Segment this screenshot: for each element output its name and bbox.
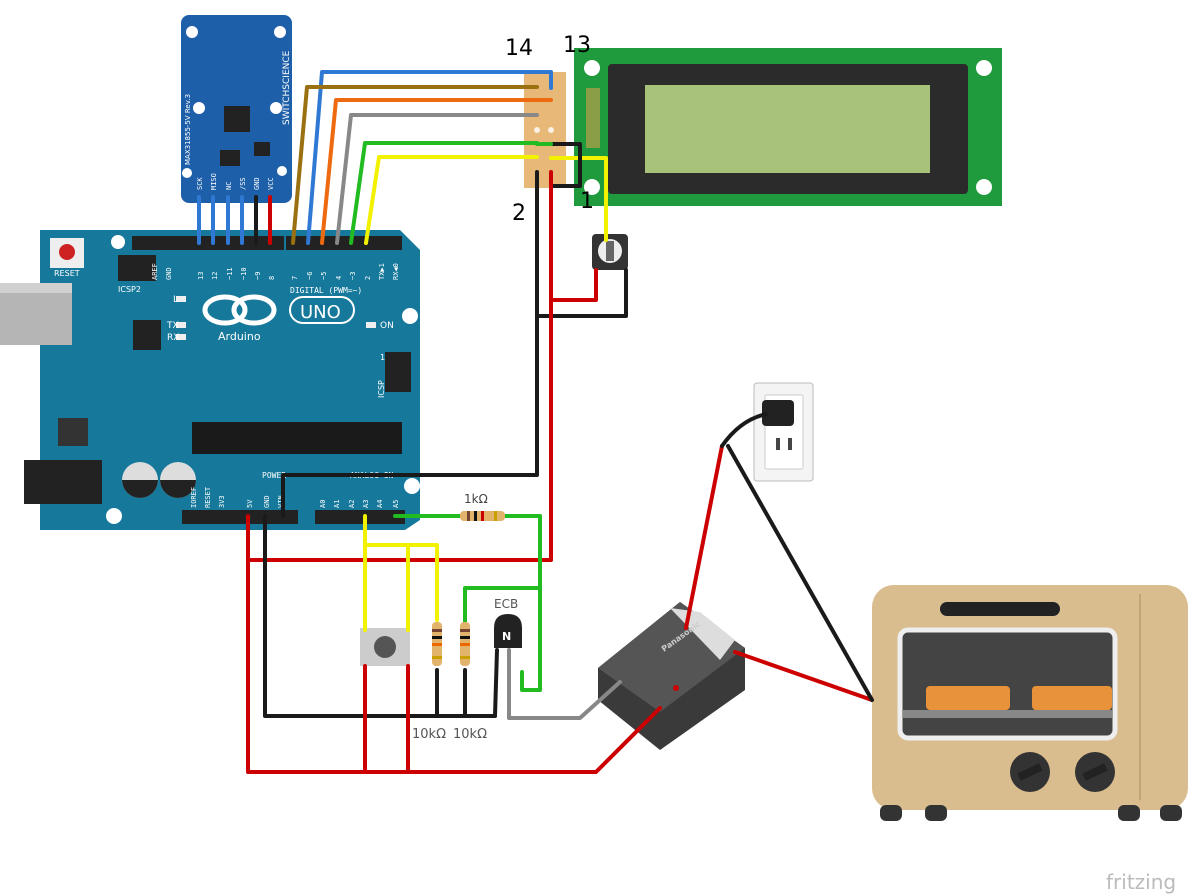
wire-d4-lcd	[335, 113, 539, 245]
wire-lcd-rw	[549, 142, 582, 188]
wire-transistor-base	[463, 586, 542, 627]
resistor-10k-b	[460, 622, 470, 666]
pin-label: 8	[268, 276, 276, 280]
pin-label: MISO	[210, 173, 218, 190]
wire-d2-lcd	[364, 155, 539, 245]
wire-relay-toaster	[733, 650, 874, 702]
pin-label: ~3	[349, 272, 357, 280]
transistor-type-label: N	[502, 630, 511, 643]
pin-label: AREF	[151, 263, 159, 280]
pin-label: /SS	[239, 177, 247, 190]
resistor-1k-label: 1kΩ	[464, 492, 488, 506]
fritzing-watermark: fritzing	[1106, 870, 1176, 894]
wire-d3-lcd	[349, 141, 539, 245]
transistor-pin-label: ECB	[494, 597, 518, 611]
resistor-10k-b-label: 10kΩ	[453, 727, 487, 742]
pin-label: 7	[291, 276, 299, 280]
lcd-module	[574, 48, 1002, 206]
pin-label: NC	[225, 182, 233, 190]
power-cord	[720, 412, 768, 448]
solid-state-relay: Panasonic	[598, 602, 745, 750]
pin-label: GND	[263, 495, 271, 508]
pin-label: ~6	[306, 272, 314, 280]
wires	[197, 70, 874, 774]
wall-outlet	[753, 382, 814, 482]
wire-lcd-contrast	[549, 156, 608, 242]
connector-label-14: 14	[505, 36, 533, 61]
reset-label: RESET	[54, 269, 80, 278]
pin-label: 3V3	[218, 495, 226, 508]
wire-resistor-relay	[503, 514, 542, 692]
pin-label: ~5	[320, 272, 328, 280]
wire-d7-lcd	[291, 85, 539, 245]
pin-label: IOREF	[190, 487, 198, 508]
pin-label: RESET	[204, 486, 212, 508]
icsp-label: ICSP	[377, 380, 386, 398]
wire-pot-gnd	[535, 268, 628, 318]
wire-transistor-emitter	[493, 648, 499, 718]
resistor-10k-a	[432, 622, 442, 666]
reset-button-cap[interactable]	[59, 244, 75, 260]
uno-label: UNO	[300, 302, 341, 323]
resistor-10k-a-label: 10kΩ	[412, 727, 446, 742]
max31855-board	[181, 15, 292, 203]
wire-d5-lcd	[320, 98, 553, 245]
lcd-connector	[524, 72, 566, 188]
wire-mains-black	[726, 444, 874, 702]
toaster-oven	[872, 585, 1188, 821]
resistor-1k	[460, 511, 505, 521]
icsp2-label: ICSP2	[118, 285, 141, 294]
pin-label: 4	[335, 276, 343, 280]
potentiometer[interactable]	[592, 234, 628, 270]
on-label: ON	[380, 321, 394, 331]
wire-pot-vcc	[549, 268, 598, 302]
pin-label: ~9	[254, 272, 262, 280]
wire-5v	[246, 514, 662, 774]
arduino-uno	[0, 230, 420, 530]
wire-lcd-gnd	[281, 170, 539, 518]
power-label: POWER	[262, 471, 286, 480]
wire-mains-red	[684, 444, 724, 630]
led-label-l: L	[173, 295, 178, 305]
pin-label: ~10	[240, 267, 248, 280]
pin-label: GND	[165, 267, 173, 280]
led-label-tx: TX	[166, 321, 179, 331]
wire-button-pulldown	[363, 543, 439, 622]
connector-label-1: 1	[580, 189, 594, 214]
pin-label: 2	[364, 276, 372, 280]
pin-label: VCC	[267, 177, 275, 190]
max-brand-label: SWITCHSCIENCE	[282, 50, 292, 125]
digital-label: DIGITAL (PWM=~)	[290, 286, 362, 295]
pin-label: A0	[319, 500, 327, 508]
icsp-pin1-label: 1	[380, 353, 385, 362]
wire-gnd	[263, 514, 497, 718]
pin-label: ~11	[226, 267, 234, 280]
led-label-rx: RX	[167, 333, 179, 343]
pin-label: A4	[376, 500, 384, 508]
pin-label: A5	[392, 500, 400, 508]
wire-d6-lcd	[306, 70, 553, 245]
pin-label: 13	[197, 272, 205, 280]
pin-label: A1	[333, 500, 341, 508]
pin-label: TX▶1	[378, 263, 386, 280]
wire-transistor-collector	[507, 648, 622, 720]
max-model-label: MAX31855-5V Rev.3	[184, 94, 192, 165]
pin-label: A2	[348, 500, 356, 508]
pin-label: 5V	[246, 499, 254, 508]
npn-transistor: N	[494, 614, 522, 648]
pin-label: A3	[362, 500, 370, 508]
digital-pin-labels: AREF GND 13 12 ~11 ~10 ~9 8 7 ~6 ~5 4 ~3 2 TX▶1 RX◀0	[151, 263, 400, 280]
pin-label: 12	[211, 272, 219, 280]
arduino-logo-text: Arduino	[218, 330, 261, 343]
pin-label: RX◀0	[392, 263, 400, 280]
pushbutton[interactable]	[360, 628, 410, 666]
pin-label: SCK	[196, 177, 204, 190]
connector-label-2: 2	[512, 201, 526, 226]
pin-label: GND	[253, 177, 261, 190]
analog-pin-labels: A0 A1 A2 A3 A4 A5	[319, 500, 400, 508]
max-pin-labels: SCK MISO NC/SS GND VCC	[196, 173, 275, 190]
connector-label-13: 13	[563, 33, 591, 58]
